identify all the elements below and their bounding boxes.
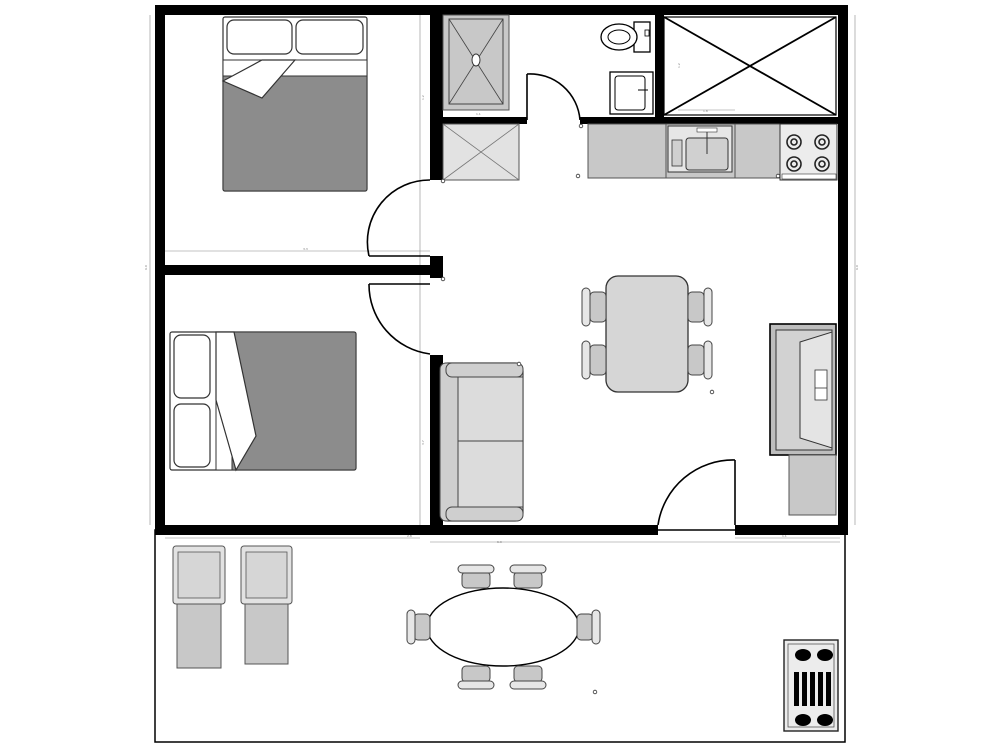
doors	[366, 73, 736, 526]
sun-lounger	[172, 545, 226, 669]
dimension-label: 6.9	[497, 540, 502, 544]
dining-chair	[687, 287, 713, 327]
double-bed-bottom	[169, 331, 357, 472]
dimension-label: 3.3	[303, 247, 308, 251]
side-cabinet	[788, 454, 837, 516]
tv-cabinet	[769, 323, 837, 456]
shower	[442, 14, 510, 111]
outdoor-chair	[509, 564, 547, 589]
barbecue-grill	[783, 639, 839, 732]
sofa	[439, 362, 524, 522]
linen-closet	[442, 123, 520, 181]
dining-chair	[687, 340, 713, 380]
outdoor-chair	[457, 564, 495, 589]
outdoor-chair	[509, 665, 547, 690]
dimension-label: 2.8	[407, 534, 412, 538]
outdoor-chair	[576, 609, 601, 645]
dining-table	[605, 275, 689, 393]
dimension-label: 1.8	[703, 109, 708, 113]
exterior-walls	[155, 5, 848, 535]
dimension-label: 1.2	[677, 63, 681, 68]
bathroom-sink	[609, 71, 654, 115]
sun-lounger	[240, 545, 293, 665]
cooktop	[779, 123, 838, 181]
dimension-label: 6.0	[855, 265, 859, 270]
dimension-label: 1.1	[782, 534, 787, 538]
open-to-below	[663, 16, 837, 116]
kitchen-sink	[667, 125, 733, 173]
toilet	[600, 21, 651, 53]
dining-chair	[581, 287, 607, 327]
dimension-label: 6.0	[144, 265, 148, 270]
dimension-label: 1.1	[476, 112, 481, 116]
outdoor-dining-table	[426, 587, 580, 667]
dimension-label: 1.2	[421, 95, 425, 100]
dining-chair	[581, 340, 607, 380]
outdoor-chair	[457, 665, 495, 690]
dimension-label: 3.7	[421, 440, 425, 445]
double-bed-top	[221, 16, 368, 192]
plan-markers	[440, 123, 781, 695]
outdoor-chair	[406, 609, 431, 645]
